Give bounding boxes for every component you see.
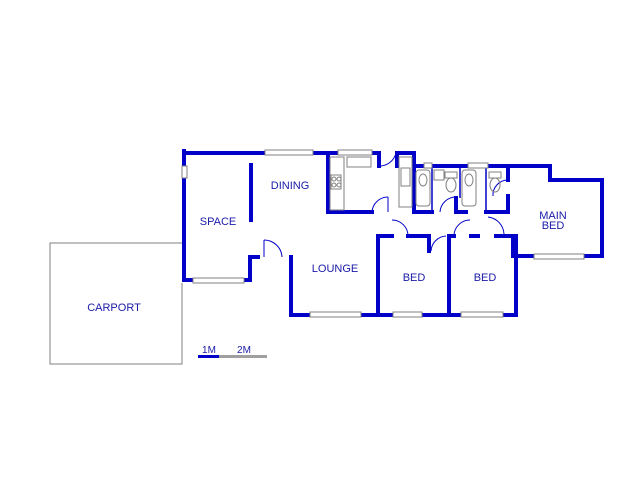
windows [181, 149, 585, 318]
bathroom-fixtures [415, 169, 502, 207]
room-label-carport: CARPORT [87, 302, 141, 314]
carport-outline [49, 242, 184, 365]
door-swings [263, 152, 509, 258]
scale-label-1m: 1M [202, 345, 216, 356]
room-label-space: SPACE [200, 216, 236, 228]
scale-bar: 1M 2M [198, 345, 267, 358]
exterior-walls [182, 149, 604, 317]
room-label-main-bed-line1: MAIN [539, 210, 567, 222]
scale-label-2m: 2M [237, 345, 251, 356]
kitchen-fixtures [329, 156, 413, 211]
interior-partitions [431, 166, 487, 212]
room-label-bed-1: BED [403, 272, 426, 284]
room-label-lounge: LOUNGE [312, 263, 358, 275]
room-label-dining: DINING [271, 180, 310, 192]
room-label-main-bed-line2: BED [542, 220, 565, 232]
room-label-bed-2: BED [474, 272, 497, 284]
